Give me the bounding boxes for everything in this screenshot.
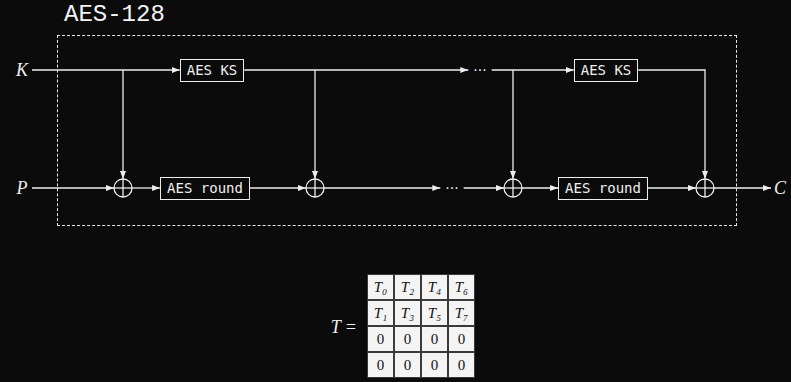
plaintext-wire [32,187,114,188]
matrix-cell: T₇ [448,300,475,326]
box-label: AES KS [187,62,238,79]
xor-symbol [696,179,714,197]
connector-segment [324,187,440,188]
key-schedule-box: AES KS [180,59,245,82]
xor-symbol [504,179,522,197]
matrix-cell: 0 [448,352,475,378]
round-box: AES round [558,177,648,200]
connector-segment [522,187,558,188]
matrix-cell: 0 [394,326,421,352]
matrix-cell: 0 [448,326,475,352]
matrix-cell: 0 [394,352,421,378]
box-label: AES round [167,180,243,197]
matrix-cell: T₅ [421,300,448,326]
xor-symbol [114,179,132,197]
connector [244,70,573,71]
box-label: AES round [565,180,641,197]
round-key-wire [314,70,315,179]
ellipsis-label: ··· [471,62,488,78]
state-wire [132,187,160,188]
round-box: AES round [160,177,250,200]
xor-circle [306,179,324,197]
round-key-wire [638,70,705,179]
matrix-cell: 0 [367,326,394,352]
xor-circle [114,179,132,197]
matrix-cell: T₀ [367,274,394,300]
matrix-cell: 0 [367,352,394,378]
round-key-wire [512,70,513,179]
ciphertext-label: C [774,178,786,198]
key-schedule-box: AES KS [574,59,639,82]
xor-circle [504,179,522,197]
xor-cross [704,179,705,197]
connector-segment [250,187,306,188]
matrix-cell: T₆ [448,274,475,300]
connector-segment [464,187,504,188]
xor-cross [512,179,513,197]
connector-segment [492,69,574,70]
connector [250,188,558,189]
matrix-cell: T₄ [421,274,448,300]
key-input-label: K [16,60,28,80]
cipher-frame: AES-128AES KSAES KSAES roundAES round [57,35,737,226]
matrix-cell: T₃ [394,300,421,326]
round-key-wire [122,70,123,179]
matrix-name: T = [331,317,357,337]
state-wire [648,187,696,188]
frame-title: AES-128 [64,1,165,29]
xor-cross [122,179,123,197]
ellipsis-label: ··· [443,180,460,196]
matrix-cell: T₂ [394,274,421,300]
connector-segment [244,69,468,70]
plaintext-label: P [17,178,28,198]
matrix-cell: T₁ [367,300,394,326]
matrix-cell: 0 [421,326,448,352]
matrix-cell: 0 [421,352,448,378]
xor-cross [314,179,315,197]
ciphertext-wire [714,187,771,188]
box-label: AES KS [581,62,632,79]
key-wire [32,69,180,70]
xor-symbol [306,179,324,197]
xor-circle [696,179,714,197]
